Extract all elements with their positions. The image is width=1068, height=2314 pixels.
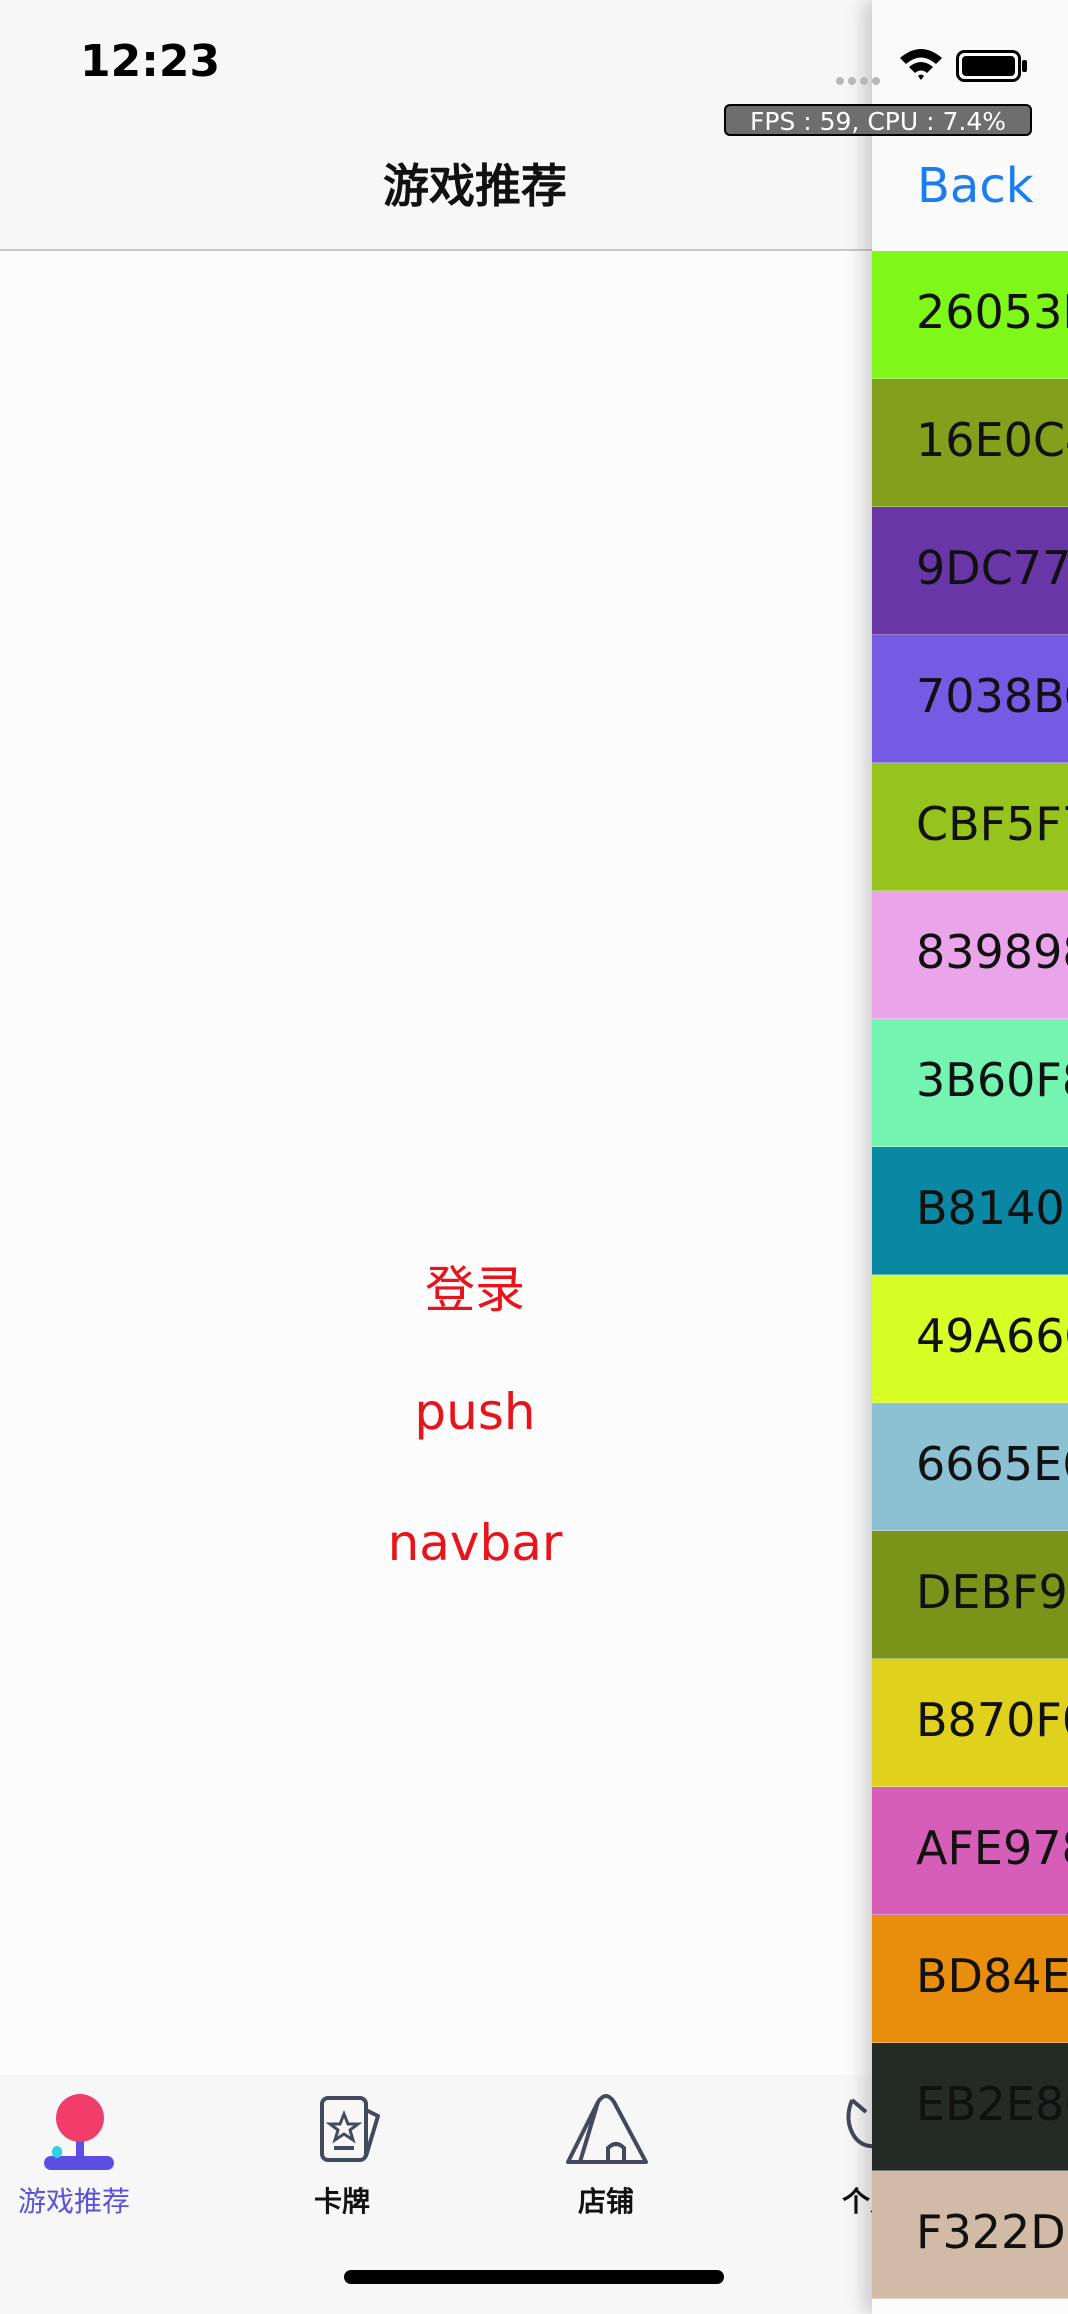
joystick-icon [44,2094,114,2170]
tab-shop[interactable]: 店铺 [516,2090,696,2220]
battery-icon [956,50,1027,82]
page-title: 游戏推荐 [383,159,567,213]
tab-label: 游戏推荐 [17,2185,130,2218]
home-indicator[interactable] [344,2270,724,2284]
shop-icon [566,2094,648,2164]
card-icon [320,2096,380,2162]
fps-monitor-badge: FPS : 59, CPU : 7.4% [724,104,1032,136]
color-row-label: BD84E0 [916,1949,1068,2003]
color-list-row[interactable]: AFE978 [872,1787,1068,1915]
color-row-label: 3B60F8 [916,1053,1068,1107]
color-row-label: 26053D [916,285,1068,339]
color-list-row[interactable]: DEBF96 [872,1531,1068,1659]
color-row-label: 49A66C [916,1309,1068,1363]
color-row-label: 6665E6 [916,1437,1068,1491]
color-row-label: B81403 [916,1181,1068,1235]
color-list-row[interactable]: 26053D [872,251,1068,379]
color-list-row[interactable]: 49A66C [872,1275,1068,1403]
color-list-row[interactable]: BD84E0 [872,1915,1068,2043]
color-row-label: 839898 [916,925,1068,979]
tab-game-recommend[interactable]: 游戏推荐 [0,2090,164,2220]
color-list-row[interactable]: 16E0C4 [872,379,1068,507]
navbar-button[interactable]: navbar [387,1514,563,1572]
color-list-row[interactable]: B81403 [872,1147,1068,1275]
color-row-label: F322D5 [916,2205,1068,2259]
color-list-row[interactable]: 839898 [872,891,1068,1019]
push-button[interactable]: push [414,1383,536,1441]
wifi-icon [900,49,942,80]
color-row-label: CBF5F7 [916,797,1068,851]
color-list-row[interactable]: CBF5F7 [872,763,1068,891]
color-row-label: B870F0 [916,1693,1068,1747]
color-list-row[interactable]: 6665E6 [872,1403,1068,1531]
color-list-row[interactable]: EB2E80 [872,2043,1068,2171]
tab-label: 卡牌 [313,2185,370,2218]
tab-label: 店铺 [577,2185,634,2218]
color-row-label: DEBF96 [916,1565,1068,1619]
signal-icon [836,70,886,85]
back-button[interactable]: Back [917,158,1034,214]
color-row-label: EB2E80 [916,2077,1068,2131]
login-button[interactable]: 登录 [425,1261,525,1319]
color-row-label: 16E0C4 [916,413,1068,467]
color-list-row[interactable]: F322D5 [872,2171,1068,2299]
profile-icon [846,2098,879,2149]
color-list-row[interactable]: 3B60F8 [872,1019,1068,1147]
color-list-row[interactable]: B870F0 [872,1659,1068,1787]
tab-cards[interactable]: 卡牌 [252,2090,432,2220]
status-time: 12:23 [80,36,221,87]
color-row-label: AFE978 [916,1821,1068,1875]
